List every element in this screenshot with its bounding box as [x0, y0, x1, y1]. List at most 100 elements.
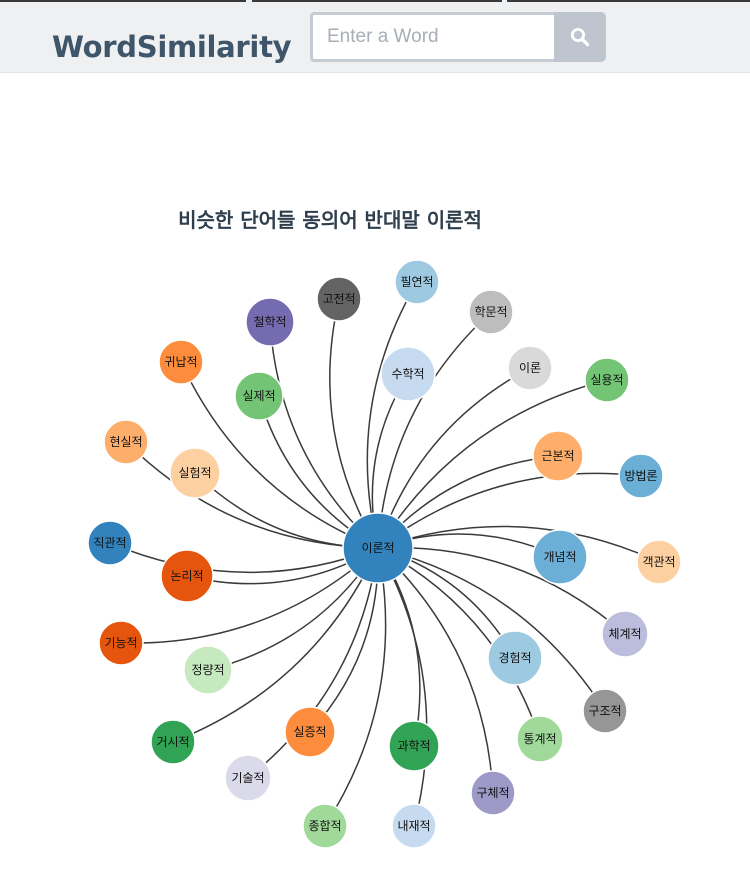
word-node-10[interactable]: 근본적	[532, 430, 584, 482]
word-node-9[interactable]: 실제적	[234, 371, 284, 421]
word-node-30[interactable]: 내재적	[391, 803, 437, 849]
word-node-30-label: 내재적	[397, 819, 430, 833]
word-node-5-label: 수학적	[391, 367, 424, 381]
word-node-22-label: 구조적	[588, 704, 621, 718]
link-23	[172, 547, 379, 743]
word-node-3[interactable]: 고전적	[316, 276, 362, 322]
word-node-28[interactable]: 구체적	[470, 770, 516, 816]
word-node-20[interactable]: 정량적	[183, 645, 233, 695]
word-node-15-label: 객관적	[642, 555, 675, 569]
word-node-27-circle	[224, 754, 272, 802]
word-node-12[interactable]: 현실적	[103, 419, 149, 465]
word-node-10-label: 근본적	[541, 449, 574, 463]
word-node-9-label: 실제적	[242, 389, 275, 403]
word-node-21-circle	[487, 630, 543, 686]
word-node-23[interactable]: 거시적	[150, 719, 196, 765]
word-node-13[interactable]: 실험적	[169, 447, 221, 499]
word-node-26-label: 과학적	[397, 739, 430, 753]
center-word-node-circle	[342, 512, 414, 584]
word-node-17-label: 논리적	[170, 569, 203, 583]
search-input[interactable]	[310, 12, 554, 62]
word-node-18-label: 체계적	[608, 627, 641, 641]
word-node-25-label: 통계적	[523, 732, 556, 746]
word-node-29[interactable]: 종합적	[302, 803, 348, 849]
link-18	[377, 546, 626, 635]
word-node-26-circle	[388, 720, 440, 772]
word-node-19-label: 기능적	[104, 636, 137, 650]
top-bar: WordSimilarity	[0, 0, 750, 73]
page-title: 비슷한 단어들 동의어 반대말 이론적	[178, 208, 482, 232]
word-node-15[interactable]: 객관적	[636, 539, 682, 585]
word-node-16-circle	[87, 520, 133, 566]
word-node-5-circle	[380, 346, 436, 402]
center-word-node[interactable]: 이론적	[342, 512, 414, 584]
link-11	[377, 472, 642, 549]
word-node-22-circle	[582, 688, 628, 734]
word-node-16-label: 직관적	[93, 536, 126, 550]
word-node-16[interactable]: 직관적	[87, 520, 133, 566]
word-node-29-circle	[302, 803, 348, 849]
word-node-6[interactable]: 이론	[507, 345, 553, 391]
word-node-17[interactable]: 논리적	[160, 549, 214, 603]
word-node-5[interactable]: 수학적	[380, 346, 436, 402]
word-node-2[interactable]: 학문적	[468, 289, 514, 335]
link-1	[366, 281, 418, 549]
word-node-25-circle	[516, 715, 564, 763]
word-node-13-circle	[169, 447, 221, 499]
word-node-28-label: 구체적	[476, 786, 509, 800]
word-node-23-circle	[150, 719, 196, 765]
word-node-19[interactable]: 기능적	[98, 620, 144, 666]
word-node-1[interactable]: 필연적	[394, 259, 440, 305]
word-node-17-circle	[160, 549, 214, 603]
link-16	[109, 542, 379, 574]
site-logo[interactable]: WordSimilarity	[52, 30, 292, 64]
word-node-7-label: 실용적	[590, 373, 623, 387]
word-node-11[interactable]: 방법론	[618, 453, 664, 499]
link-8	[180, 361, 379, 549]
word-node-24-label: 실증적	[293, 725, 326, 739]
word-node-6-circle	[507, 345, 553, 391]
link-19	[120, 547, 379, 644]
link-7	[377, 379, 608, 549]
word-node-14-circle	[532, 529, 588, 585]
word-node-4[interactable]: 철학적	[245, 297, 295, 347]
word-node-24[interactable]: 실증적	[284, 706, 336, 758]
word-node-11-label: 방법론	[624, 469, 657, 483]
word-node-20-label: 정량적	[191, 663, 224, 677]
word-node-2-circle	[468, 289, 514, 335]
word-node-6-label: 이론	[519, 361, 541, 375]
link-15	[377, 525, 660, 563]
word-node-8[interactable]: 귀납적	[158, 339, 204, 385]
word-node-18-circle	[601, 610, 649, 658]
search-button[interactable]	[554, 12, 606, 62]
magnifier-icon	[571, 28, 590, 47]
word-node-27-label: 기술적	[231, 771, 264, 785]
word-node-11-circle	[618, 453, 664, 499]
word-node-23-label: 거시적	[156, 735, 189, 749]
word-node-7[interactable]: 실용적	[584, 357, 630, 403]
top-hairline-middle	[252, 0, 502, 2]
word-node-24-circle	[284, 706, 336, 758]
word-node-2-label: 학문적	[474, 305, 507, 319]
word-node-3-label: 고전적	[322, 292, 355, 306]
word-node-1-label: 필연적	[400, 275, 433, 289]
word-node-30-circle	[391, 803, 437, 849]
word-node-20-circle	[183, 645, 233, 695]
top-hairline-left	[0, 0, 246, 2]
link-22	[377, 547, 606, 712]
link-28	[377, 547, 494, 794]
link-4	[269, 321, 379, 549]
link-30	[377, 547, 428, 827]
word-node-14[interactable]: 개념적	[532, 529, 588, 585]
link-29	[324, 547, 387, 827]
word-node-21[interactable]: 경험적	[487, 630, 543, 686]
word-node-25[interactable]: 통계적	[516, 715, 564, 763]
word-node-18[interactable]: 체계적	[601, 610, 649, 658]
word-node-8-circle	[158, 339, 204, 385]
word-node-10-circle	[532, 430, 584, 482]
word-node-22[interactable]: 구조적	[582, 688, 628, 734]
word-node-26[interactable]: 과학적	[388, 720, 440, 772]
word-node-21-label: 경험적	[498, 651, 531, 665]
word-node-27[interactable]: 기술적	[224, 754, 272, 802]
